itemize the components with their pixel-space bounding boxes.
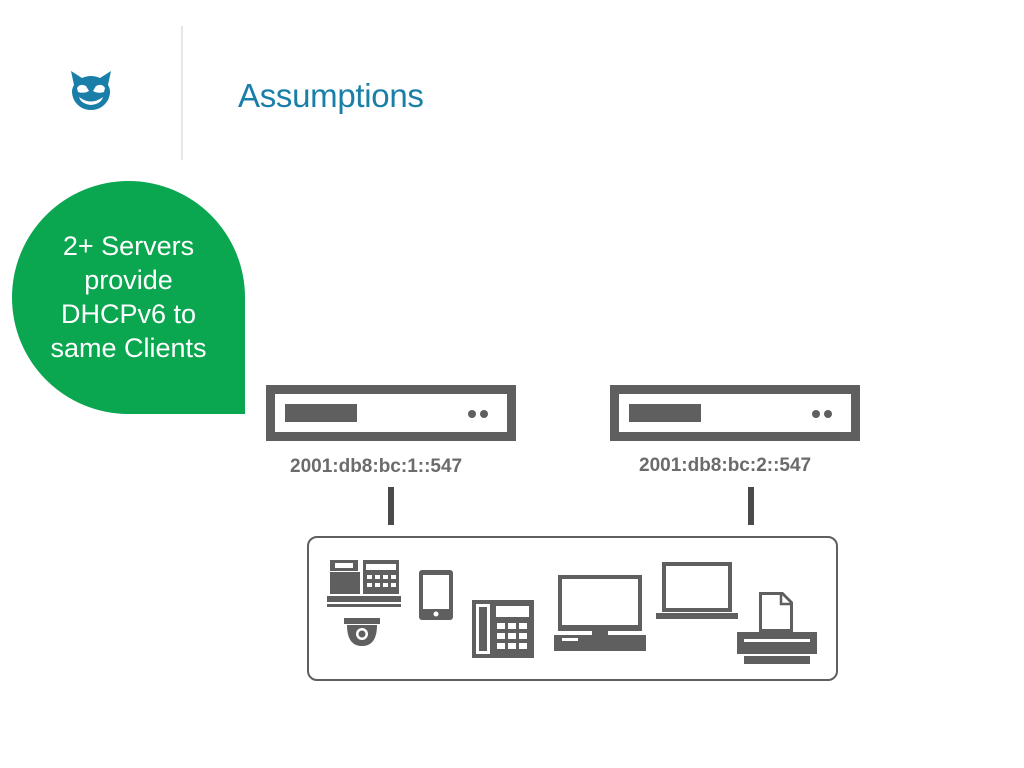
server-led <box>468 410 476 418</box>
cat-head-logo-icon <box>71 71 111 110</box>
server-2-link <box>748 487 754 525</box>
clients-group <box>307 536 838 681</box>
smartphone-icon <box>419 570 453 620</box>
server-led <box>824 410 832 418</box>
callout-line: 2+ Servers <box>62 231 195 261</box>
callout-line: same Clients <box>50 333 207 363</box>
dhcp-server-1 <box>266 385 516 441</box>
printer-icon <box>737 592 817 664</box>
server-drive-bay <box>285 404 357 422</box>
security-camera-icon <box>344 618 380 646</box>
server-drive-bay <box>629 404 701 422</box>
laptop-icon <box>656 562 738 619</box>
server-2-address: 2001:db8:bc:2::547 <box>639 455 812 476</box>
server-led <box>480 410 488 418</box>
server-1-link <box>388 487 394 525</box>
slide-title: Assumptions <box>238 77 424 114</box>
server-led <box>812 410 820 418</box>
desktop-computer-icon <box>554 575 646 651</box>
callout-line: DHCPv6 to <box>60 299 197 329</box>
server-1-address: 2001:db8:bc:1::547 <box>290 456 463 477</box>
callout-bubble: 2+ Servers provide DHCPv6 to same Client… <box>12 181 245 414</box>
callout-line: provide <box>84 265 173 295</box>
pos-terminal-icon <box>327 560 401 607</box>
header-divider <box>181 26 183 160</box>
dhcp-server-2 <box>610 385 860 441</box>
desk-phone-icon <box>472 600 534 658</box>
